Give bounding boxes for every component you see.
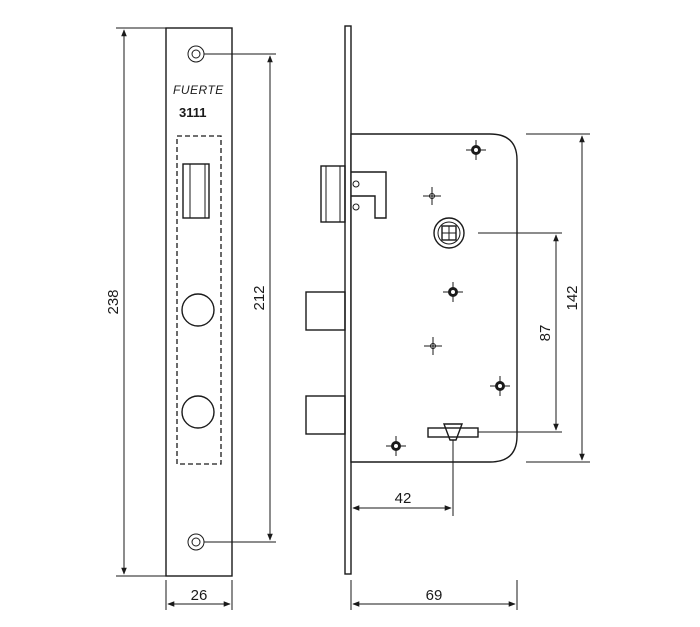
lock-case-body (350, 133, 518, 463)
top-screw-hole (187, 45, 205, 63)
dimension-87: 87 (478, 232, 562, 433)
handle-spindle-hub (433, 217, 465, 249)
model-label: 3111 (179, 105, 207, 120)
upper-deadbolt (305, 291, 346, 331)
faceplate-edge (344, 25, 352, 575)
dimension-142: 142 (526, 133, 590, 463)
dimension-69: 69 (350, 580, 518, 610)
case-height-label: 142 (564, 285, 581, 310)
faceplate-height-label: 238 (105, 289, 122, 314)
screw-spacing-label: 212 (251, 285, 268, 310)
faceplate-front-view: FUERTE 3111 (165, 27, 233, 577)
upper-deadbolt-circle (181, 293, 215, 327)
latch-window (182, 163, 210, 219)
lower-deadbolt-circle (181, 395, 215, 429)
lock-side-view (305, 25, 518, 575)
bottom-screw-hole (187, 533, 205, 551)
backset-label: 42 (395, 490, 412, 507)
dimension-238: 238 (105, 27, 166, 577)
case-depth-label: 69 (426, 587, 443, 604)
dimension-42: 42 (350, 440, 454, 516)
brand-label: FUERTE (173, 83, 224, 97)
dimension-212: 212 (204, 53, 276, 543)
latch-bolt (320, 165, 387, 223)
faceplate-width-label: 26 (191, 587, 208, 604)
handle-to-key-label: 87 (537, 325, 554, 342)
faceplate-outline (165, 27, 233, 577)
dimension-26: 26 (165, 580, 233, 610)
lower-deadbolt (305, 395, 346, 435)
case-hidden-outline (176, 135, 222, 465)
